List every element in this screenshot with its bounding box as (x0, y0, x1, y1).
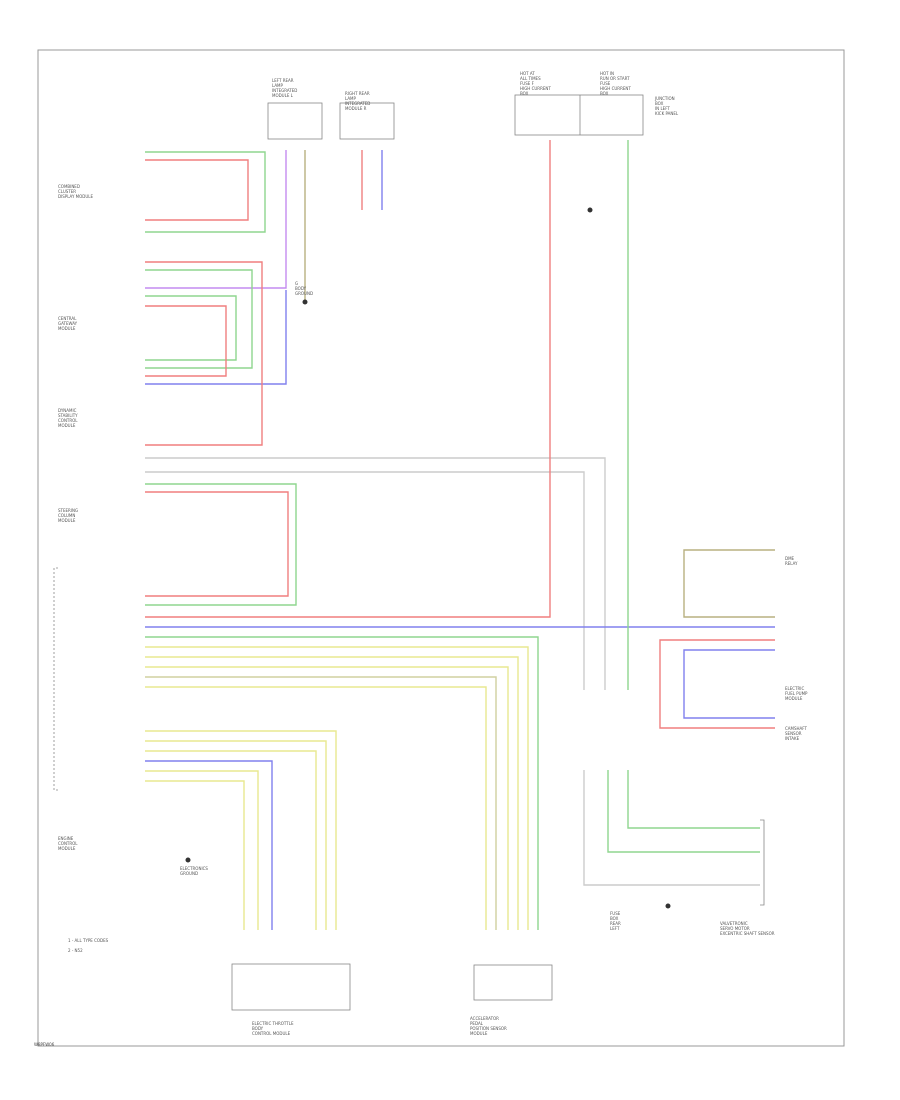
legend-item-2: 2 - N52 (68, 948, 83, 953)
wire-green-top (145, 151, 266, 233)
right-rear-lamp-box (339, 102, 395, 140)
wire-red-relay (659, 639, 775, 729)
left-rear-lamp-box (267, 102, 323, 140)
wire-olive-4 (145, 676, 497, 930)
wire-green-pump2 (607, 770, 760, 853)
pedal-sensor-box (473, 964, 553, 1001)
ground-symbol-4 (665, 903, 671, 909)
wire-red-top (145, 159, 249, 221)
wire-blue-relay (683, 649, 775, 719)
wire-green-gateway (145, 269, 253, 369)
wire-grey-steering-1 (145, 457, 606, 690)
diagram-border (37, 49, 845, 1047)
sheet-code: W8PFW06 (34, 1042, 55, 1047)
wire-green-pedal (145, 636, 539, 930)
wire-yellow-th3 (145, 750, 317, 930)
ground-symbol-1 (302, 299, 308, 305)
wire-green-pump (627, 770, 760, 829)
wire-yellow-5 (145, 686, 487, 930)
wire-yellow-th5 (145, 780, 245, 930)
wire-layer (145, 140, 775, 930)
wire-yellow-2 (145, 656, 519, 930)
wire-green-ecm (145, 483, 297, 606)
wire-red-ecm (145, 491, 289, 597)
wire-red-gateway (145, 261, 263, 446)
fuel-pump-bracket (760, 819, 765, 906)
wire-red-main (145, 140, 551, 618)
wire-grey-steering-2 (145, 471, 585, 690)
wire-olive-relay (683, 549, 775, 618)
ground-symbol-3 (185, 857, 191, 863)
wire-yellow-3 (145, 666, 509, 930)
wire-blue-lamp (145, 290, 287, 385)
wire-red-dsc (145, 305, 227, 377)
ground-symbol-2 (587, 207, 593, 213)
wire-yellow-th1 (145, 730, 337, 930)
wire-yellow-1 (145, 646, 529, 930)
component-boxes (53, 94, 765, 1011)
throttle-body-box (231, 963, 351, 1011)
wire-violet-lamp (145, 150, 287, 289)
junction-box (514, 94, 644, 136)
legend-item-1: 1 - ALL TYPE CODES (68, 938, 109, 943)
wire-blue-th (145, 760, 273, 930)
wire-grey-pump (583, 770, 760, 886)
ecm-bracket (53, 567, 58, 791)
ground-symbols (185, 207, 671, 909)
wire-green-dsc (145, 295, 237, 361)
wire-yellow-th4 (145, 770, 259, 930)
wire-yellow-th2 (145, 740, 327, 930)
